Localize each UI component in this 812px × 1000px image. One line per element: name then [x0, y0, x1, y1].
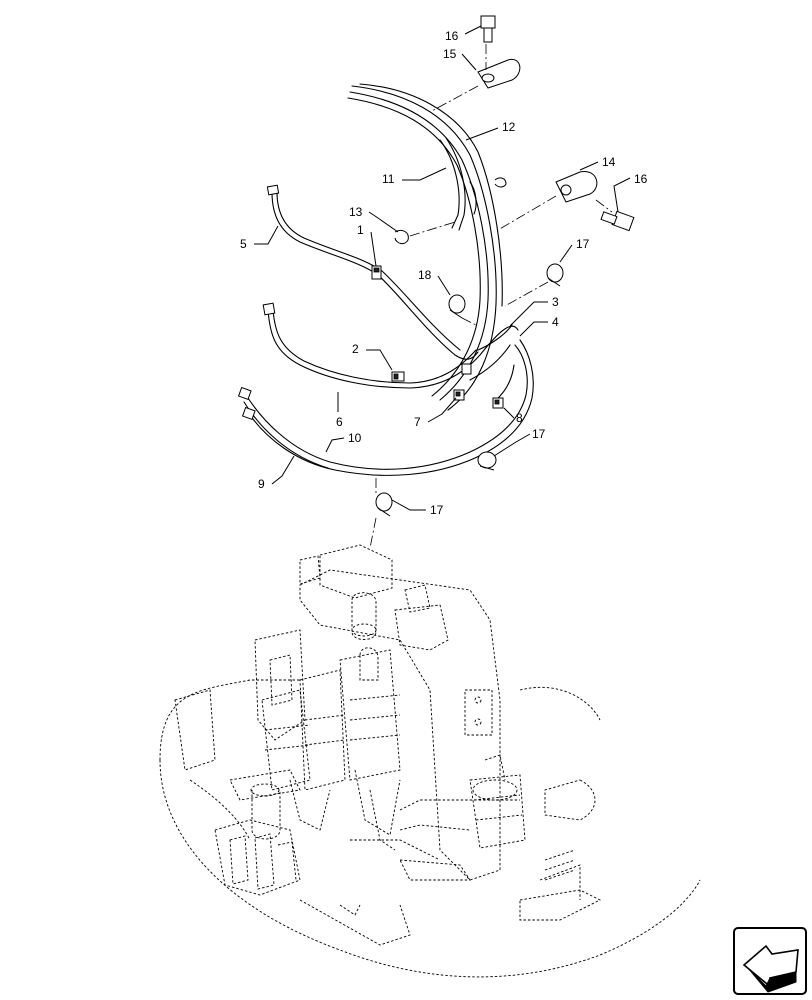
callout-17-bottom: 17 — [430, 503, 444, 517]
next-page-arrow-icon — [742, 944, 799, 993]
callout-4: 4 — [552, 315, 559, 329]
callout-11: 11 — [382, 172, 395, 186]
callout-15: 15 — [443, 47, 457, 61]
callout-12: 12 — [502, 120, 516, 134]
callout-3: 3 — [552, 295, 559, 309]
callout-6: 6 — [336, 415, 343, 429]
callout-9: 9 — [258, 477, 265, 491]
clamp-15 — [477, 58, 521, 89]
callout-2: 2 — [352, 342, 359, 356]
fitting-1 — [371, 265, 382, 280]
fitting-5-end — [266, 184, 280, 196]
clip-13 — [394, 229, 409, 245]
callout-18: 18 — [418, 268, 432, 282]
callout-1: 1 — [357, 223, 364, 237]
callout-16-top: 16 — [445, 29, 459, 43]
callout-17-mid: 17 — [532, 427, 546, 441]
callout-5: 5 — [240, 237, 247, 251]
hose-12 — [347, 83, 503, 411]
fitting-7 — [453, 389, 465, 401]
fitting-4 — [461, 363, 472, 375]
next-page-button[interactable] — [733, 927, 807, 995]
clip-18 — [448, 294, 466, 319]
bolt-16-top — [480, 15, 496, 43]
callout-7: 7 — [414, 415, 421, 429]
fitting-6-end — [262, 302, 276, 316]
upper-structure-frame — [159, 544, 701, 978]
fitting-9-end — [237, 386, 256, 421]
callout-13: 13 — [349, 205, 363, 219]
clamp-14 — [555, 171, 598, 203]
bolt-16-right — [600, 210, 635, 232]
hose-11 — [439, 137, 477, 231]
fitting-2 — [391, 371, 405, 382]
fitting-8 — [492, 397, 504, 409]
callout-labels: 16 15 12 11 14 16 13 1 5 17 18 3 4 2 6 7… — [240, 29, 648, 517]
callout-14: 14 — [602, 155, 616, 169]
clip-17-right — [546, 263, 564, 287]
callout-8: 8 — [516, 411, 523, 425]
hose-bundle — [243, 83, 534, 476]
clip-17-bottom — [375, 492, 393, 517]
leader-lines — [254, 25, 631, 511]
clip-17-mid — [477, 451, 497, 471]
callout-16-right: 16 — [634, 172, 648, 186]
callout-17-right: 17 — [576, 237, 590, 251]
callout-10: 10 — [348, 431, 362, 445]
